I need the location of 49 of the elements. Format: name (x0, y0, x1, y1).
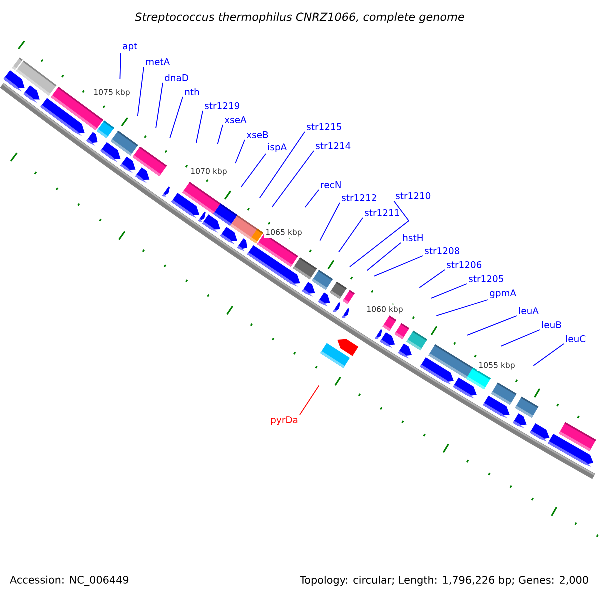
title: Streptococcus thermophilus CNRZ1066, complete genome (135, 12, 464, 24)
gene-label: str1210 (396, 192, 431, 200)
leader-line (272, 150, 314, 208)
leader-line (366, 242, 402, 272)
leader-line (300, 385, 320, 416)
gene-label: metA (146, 58, 170, 66)
gene-label: hstH (403, 234, 423, 242)
leader-line (120, 52, 122, 80)
gene-label: pyrDa (271, 416, 298, 426)
gene-label: str1214 (316, 142, 351, 150)
leader-line (137, 66, 144, 117)
gene-label: xseB (246, 132, 268, 138)
leader-line (196, 110, 204, 144)
accession-text: Accession: NC_006449 (8, 574, 131, 588)
leader-line (500, 330, 540, 347)
gene-label: gpmA (490, 290, 516, 298)
leader-line (304, 190, 320, 208)
gene-label: ispA (268, 144, 287, 152)
gene-label: str1211 (365, 209, 400, 216)
leader-line (338, 218, 364, 253)
leader-line (320, 202, 340, 242)
gene-label: apt (123, 43, 138, 52)
leader-line (436, 300, 488, 316)
leader-line (259, 132, 306, 199)
gene-label: str1212 (342, 194, 376, 202)
gene-label: str1219 (205, 102, 240, 110)
leader-line (235, 140, 246, 164)
gene-label: recN (321, 182, 341, 188)
leader-line (156, 82, 164, 129)
gene-label: nth (185, 88, 200, 96)
gene-label: xseA (224, 116, 247, 124)
gene-label: str1208 (425, 247, 460, 254)
gene-label: leuA (519, 307, 539, 314)
leader-line (533, 344, 564, 366)
gene-label: str1215 (307, 123, 342, 130)
leader-line (240, 154, 266, 188)
leader-line (431, 284, 468, 299)
leader-line (170, 96, 184, 139)
leader-line (374, 256, 424, 277)
gene-label: leuB (542, 321, 562, 328)
gene-label: str1206 (447, 261, 482, 268)
gene-label: str1205 (469, 275, 504, 282)
leader-line (419, 270, 446, 288)
genome-info-text: Topology: circular; Length: 1,796,226 bp; Genes: 2,000 (298, 574, 591, 588)
gene-label: dnaD (165, 74, 188, 82)
leader-line (350, 200, 410, 268)
gene-label: leuC (566, 335, 586, 342)
leader-line (217, 124, 224, 145)
leader-line (467, 316, 518, 336)
